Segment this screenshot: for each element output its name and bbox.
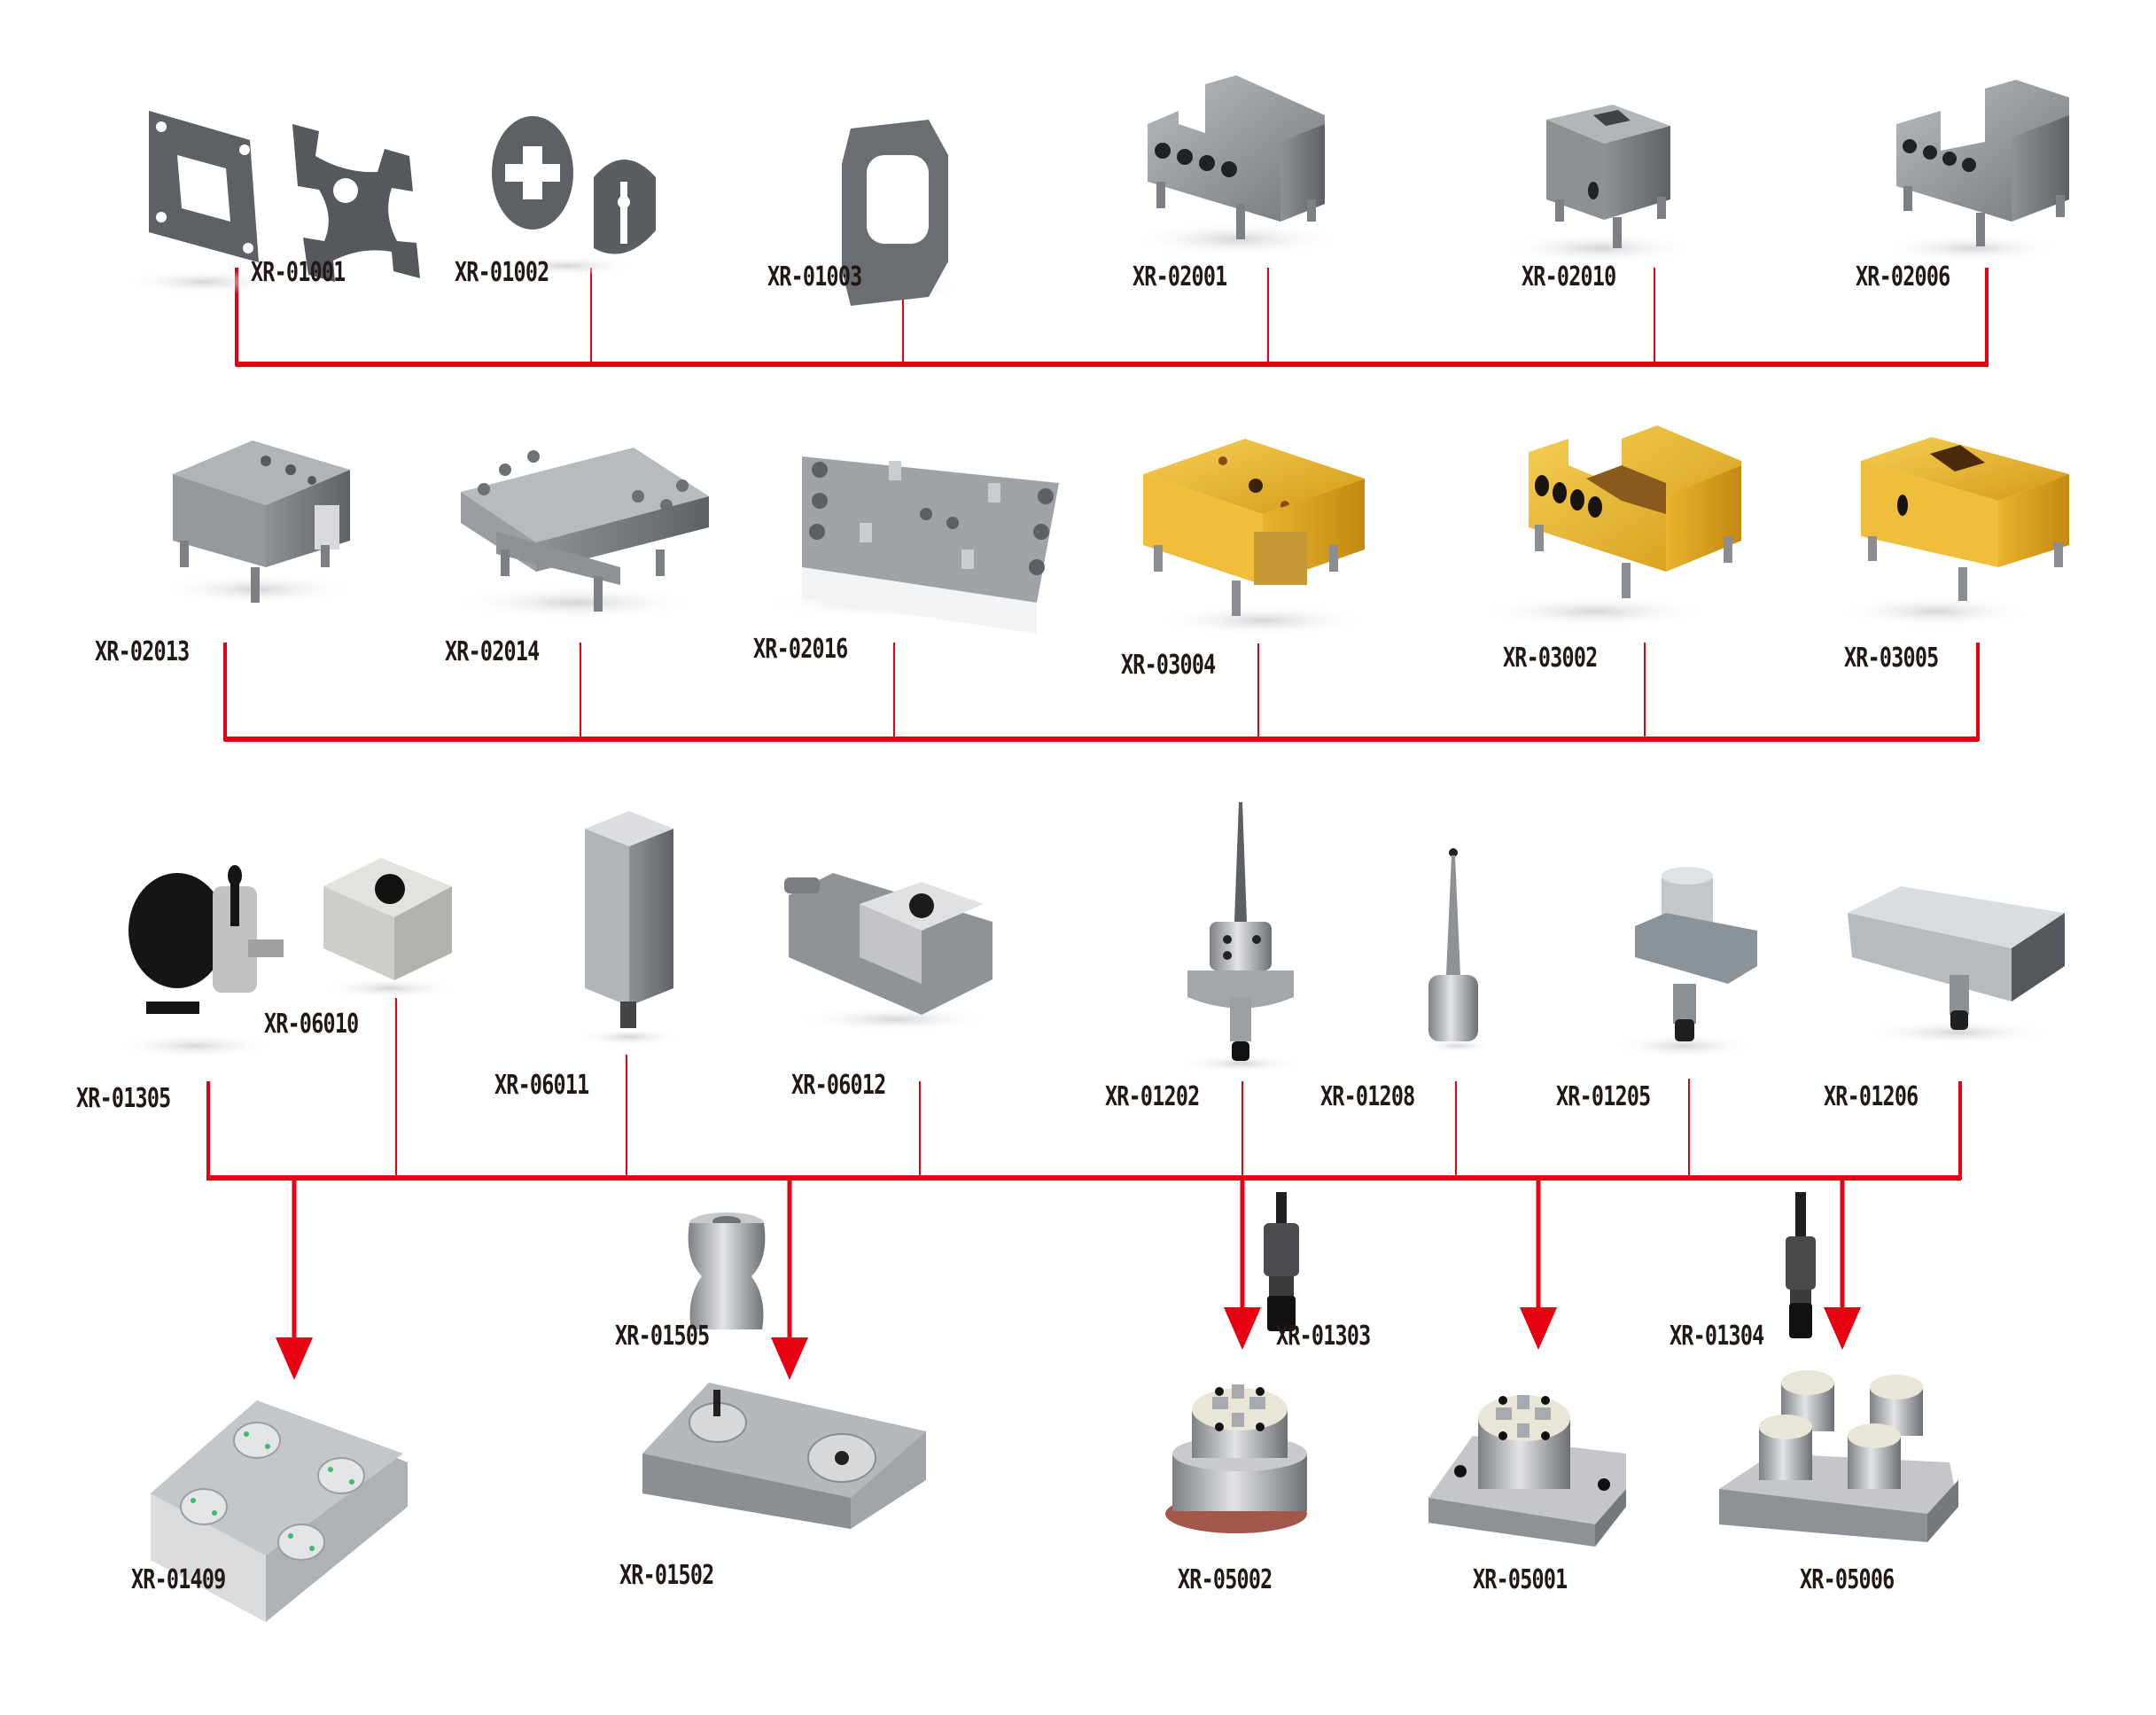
product-xr-01206: [1848, 886, 2065, 1045]
product-label-xr-01409: XR-01409: [131, 1564, 226, 1595]
product-label-xr-05001: XR-05001: [1473, 1564, 1568, 1595]
arrow-to-xr-05002: [1224, 1178, 1261, 1350]
product-label-xr-02014: XR-02014: [445, 636, 540, 667]
product-label-xr-01505: XR-01505: [615, 1321, 710, 1352]
target-arrows: [276, 1178, 1861, 1380]
product-xr-01001: [124, 111, 420, 294]
product-xr-05002: [1165, 1384, 1307, 1533]
product-xr-01303: [1264, 1192, 1299, 1331]
product-label-xr-03002: XR-03002: [1503, 643, 1598, 674]
arrow-head: [276, 1337, 313, 1380]
arrow-head: [1520, 1307, 1557, 1350]
product-label-xr-01001: XR-01001: [251, 257, 346, 288]
product-label-xr-01202: XR-01202: [1105, 1081, 1200, 1112]
product-xr-03005: [1839, 437, 2069, 628]
product-label-xr-02006: XR-02006: [1856, 261, 1950, 292]
arrow-to-xr-01502: [771, 1178, 808, 1380]
product-xr-01304: [1786, 1192, 1816, 1338]
product-xr-02006: [1883, 80, 2069, 262]
arrow-to-xr-01409: [276, 1178, 313, 1380]
product-xr-03004: [1143, 439, 1369, 636]
row-3-connectors: [206, 998, 1962, 1181]
product-xr-02001: [1130, 75, 1343, 257]
product-xr-01208: [1422, 848, 1493, 1053]
product-label-xr-03005: XR-03005: [1844, 643, 1939, 674]
product-label-xr-01305: XR-01305: [76, 1083, 171, 1114]
product-label-xr-02016: XR-02016: [753, 634, 848, 665]
product-label-xr-02010: XR-02010: [1522, 261, 1616, 292]
arrow-head: [1824, 1307, 1861, 1350]
product-xr-01205: [1613, 867, 1757, 1058]
product-label-xr-01304: XR-01304: [1670, 1321, 1764, 1352]
product-label-xr-05002: XR-05002: [1178, 1564, 1273, 1595]
product-xr-02014: [452, 448, 709, 620]
product-label-xr-02013: XR-02013: [95, 636, 190, 667]
product-xr-02013: [160, 440, 354, 605]
product-label-xr-01205: XR-01205: [1556, 1081, 1651, 1112]
arrow-to-xr-05006: [1824, 1178, 1861, 1350]
product-label-xr-01003: XR-01003: [767, 261, 862, 292]
product-xr-01202: [1179, 802, 1303, 1072]
arrow-head: [771, 1337, 808, 1380]
product-label-xr-05006: XR-05006: [1800, 1564, 1895, 1595]
product-label-xr-01502: XR-01502: [619, 1560, 714, 1591]
arrow-head: [1224, 1307, 1261, 1350]
product-label-xr-03004: XR-03004: [1121, 650, 1216, 681]
arrow-to-xr-05001: [1520, 1178, 1557, 1350]
product-label-xr-06010: XR-06010: [264, 1009, 359, 1040]
product-label-xr-01002: XR-01002: [455, 257, 549, 288]
product-xr-01505: [688, 1212, 766, 1329]
product-label-xr-01303: XR-01303: [1276, 1321, 1371, 1352]
product-xr-06010: [319, 858, 461, 999]
product-xr-05001: [1428, 1395, 1626, 1547]
product-label-xr-02001: XR-02001: [1132, 261, 1227, 292]
row-2-connectors: [223, 643, 1980, 742]
product-xr-06012: [784, 873, 992, 1032]
product-xr-06011: [576, 811, 682, 1046]
product-label-xr-01208: XR-01208: [1320, 1081, 1415, 1112]
product-xr-02010: [1502, 105, 1697, 264]
product-xr-03002: [1480, 425, 1741, 628]
product-xr-05006: [1719, 1370, 1958, 1542]
product-xr-01409: [151, 1400, 408, 1622]
product-xr-01003: [837, 120, 961, 306]
product-label-xr-01206: XR-01206: [1824, 1081, 1919, 1112]
product-label-xr-06011: XR-06011: [494, 1070, 589, 1101]
product-xr-01502: [642, 1383, 926, 1529]
product-label-xr-06012: XR-06012: [791, 1070, 886, 1101]
product-xr-01305: [115, 865, 284, 1058]
product-xr-01002: [492, 116, 656, 277]
product-xr-02016: [762, 456, 1059, 634]
